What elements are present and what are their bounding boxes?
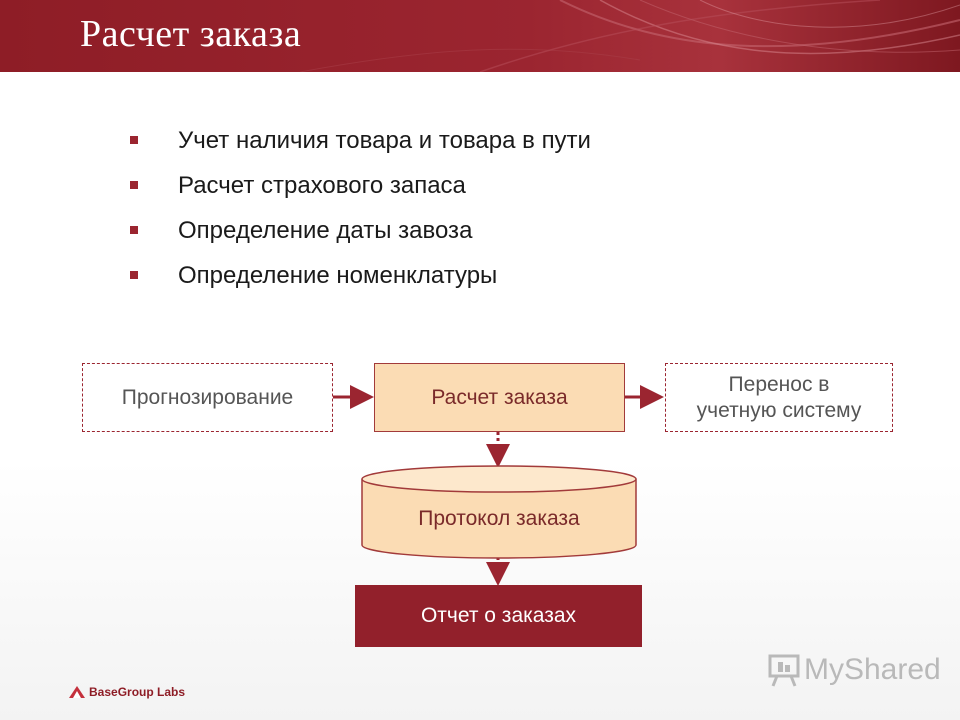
myshared-text: MyShared <box>804 653 941 686</box>
bullet-text: Определение номенклатуры <box>178 262 498 289</box>
transfer-label-line2: учетную систему <box>696 398 862 422</box>
square-bullet-icon <box>130 181 138 189</box>
square-bullet-icon <box>130 226 138 234</box>
bullet-item: Учет наличия товара и товара в пути <box>128 118 591 163</box>
basegroup-logo-text: BaseGroup Labs <box>89 685 186 699</box>
bullet-item: Определение даты завоза <box>128 208 591 253</box>
forecasting-label: Прогнозирование <box>121 385 294 409</box>
bullet-text: Расчет страхового запаса <box>178 172 466 199</box>
square-bullet-icon <box>130 271 138 279</box>
order-calc-box: Расчет заказа <box>374 363 625 432</box>
order-log-label-wrap: Протокол заказа <box>361 494 637 544</box>
transfer-label-line1: Перенос в <box>728 372 830 396</box>
bullet-item: Определение номенклатуры <box>128 253 591 298</box>
square-bullet-icon <box>130 136 138 144</box>
bullet-item: Расчет страхового запаса <box>128 163 591 208</box>
transfer-box: Перенос в учетную систему <box>665 363 893 432</box>
presentation-board-icon <box>768 654 800 687</box>
bullet-text: Определение даты завоза <box>178 217 473 244</box>
header-swirl-decoration <box>299 0 960 72</box>
header-banner: Расчет заказа <box>0 0 960 72</box>
myshared-watermark: MyShared <box>768 652 941 688</box>
bullet-text: Учет наличия товара и товара в пути <box>178 127 591 154</box>
order-log-cylinder <box>361 465 637 559</box>
basegroup-logo: BaseGroup Labs <box>68 685 185 699</box>
order-report-box: Отчет о заказах <box>355 585 642 647</box>
bullet-list: Учет наличия товара и товара в пути Расч… <box>128 118 591 298</box>
order-report-label: Отчет о заказах <box>420 604 577 627</box>
order-log-label: Протокол заказа <box>418 507 580 530</box>
page-title: Расчет заказа <box>80 13 302 55</box>
basegroup-triangle-icon <box>69 686 85 698</box>
order-calc-label: Расчет заказа <box>431 385 568 409</box>
forecasting-box: Прогнозирование <box>82 363 333 432</box>
